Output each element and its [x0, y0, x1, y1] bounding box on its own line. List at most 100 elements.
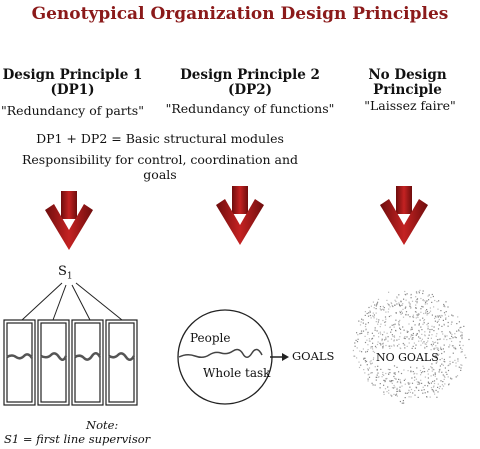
cloud-dot [354, 342, 356, 344]
cloud-dot [357, 334, 359, 336]
cloud-dot [422, 306, 424, 308]
cloud-dot [456, 330, 458, 332]
cloud-dot [376, 369, 378, 371]
cloud-dot [432, 374, 435, 376]
cloud-dot [426, 345, 428, 348]
cloud-dot [377, 372, 379, 374]
cloud-dot [362, 322, 364, 324]
cloud-dot [428, 312, 431, 314]
cloud-dot [367, 378, 369, 380]
cloud-dot [386, 332, 388, 334]
cloud-dot [434, 341, 437, 343]
cloud-dot [414, 311, 417, 313]
cloud-dot [444, 336, 446, 338]
module-box [40, 322, 67, 403]
cloud-dot [443, 378, 445, 380]
cloud-dot [403, 379, 405, 381]
cloud-dot [388, 389, 390, 391]
cloud-dot [427, 373, 429, 375]
cloud-dot [364, 341, 367, 344]
cloud-dot [391, 387, 394, 389]
cloud-dot [367, 374, 369, 376]
cloud-dot [364, 311, 366, 313]
cloud-dot [446, 339, 448, 341]
cloud-dot [404, 378, 406, 380]
cloud-dot [418, 291, 420, 293]
cloud-dot [374, 327, 376, 329]
supervisor-label-main: S [58, 264, 67, 279]
cloud-dot [401, 312, 403, 314]
cloud-dot [418, 323, 420, 325]
cloud-dot [445, 311, 447, 313]
cloud-dot [407, 382, 409, 384]
cloud-dot [409, 391, 411, 393]
cloud-dot [410, 294, 412, 296]
cloud-dot [396, 297, 398, 299]
cloud-dot [436, 315, 438, 317]
cloud-dot [396, 345, 399, 347]
cloud-dot [415, 317, 417, 319]
cloud-dot [436, 333, 438, 335]
cloud-dot [415, 307, 417, 309]
cloud-dot [399, 386, 401, 388]
arrow-down-icon [216, 186, 264, 245]
cloud-dot [415, 344, 417, 346]
cloud-dot [356, 341, 359, 343]
cloud-dot [459, 327, 461, 329]
cloud-dot [443, 303, 445, 306]
cloud-dot [432, 368, 434, 370]
cloud-dot [439, 365, 441, 367]
cloud-dot [420, 379, 422, 381]
cloud-dot [443, 338, 445, 340]
cloud-dot [423, 312, 425, 315]
cloud-dot [381, 338, 383, 340]
cloud-dot [359, 324, 362, 326]
cloud-dot [428, 382, 430, 385]
cloud-dot [415, 296, 417, 298]
cloud-dot [385, 311, 387, 313]
cloud-dot [455, 376, 457, 378]
cloud-dot [458, 366, 460, 368]
ndp-heading: No Design Principle [368, 67, 447, 98]
cloud-dot [378, 336, 380, 338]
cloud-dot [407, 331, 409, 333]
cloud-dot [431, 301, 433, 303]
cloud-dot [419, 319, 421, 321]
cloud-dot [391, 345, 393, 347]
cloud-dot [448, 383, 450, 385]
cloud-dot [407, 370, 409, 372]
cloud-dot [434, 372, 436, 374]
cloud-dot [399, 319, 401, 321]
cloud-dot [454, 336, 456, 338]
cloud-dot [450, 378, 452, 380]
cloud-dot [460, 331, 462, 333]
cloud-dot [425, 300, 427, 302]
module-box [105, 319, 138, 406]
cloud-dot [423, 367, 425, 369]
cloud-dot [369, 310, 371, 312]
cloud-dot [414, 394, 416, 396]
cloud-dot [352, 349, 354, 352]
cloud-dot [421, 329, 423, 331]
arrow-down-icon [380, 186, 428, 245]
cloud-dot [420, 340, 422, 342]
cloud-dot [377, 376, 379, 378]
cloud-dot [445, 301, 447, 303]
cloud-dot [431, 325, 433, 327]
cloud-dot [391, 324, 393, 326]
cloud-dot [405, 294, 407, 296]
cloud-dot [379, 308, 381, 310]
cloud-dot [427, 322, 429, 324]
cloud-dot [380, 368, 382, 370]
cloud-dot [435, 357, 437, 359]
supervisor-label: S1 [58, 264, 73, 282]
cloud-dot [363, 369, 365, 371]
cloud-dot [417, 381, 420, 383]
cloud-dot [367, 344, 369, 346]
cloud-dot [379, 331, 381, 333]
cloud-dot [440, 316, 442, 318]
cloud-dot [448, 384, 450, 386]
cloud-dot [436, 396, 438, 398]
cloud-dot [401, 402, 403, 404]
